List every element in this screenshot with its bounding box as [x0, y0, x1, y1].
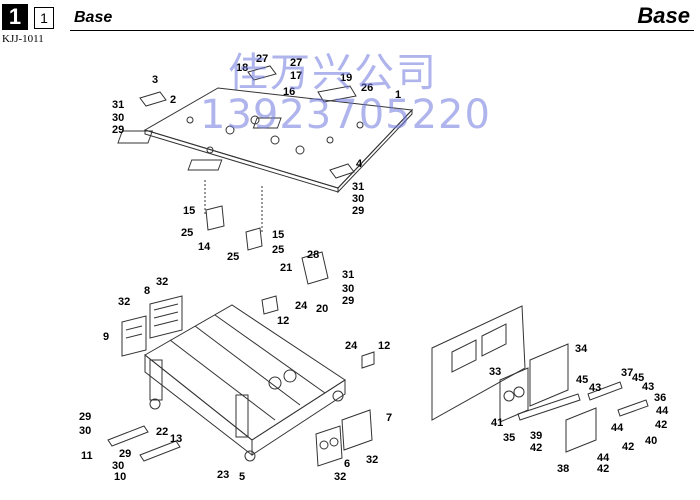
callout-25c: 25 — [272, 244, 284, 256]
callout-21: 21 — [280, 262, 292, 274]
callout-30b: 30 — [352, 193, 364, 205]
callout-9: 9 — [103, 331, 109, 343]
side-panels — [261, 295, 375, 467]
base-frame — [144, 304, 346, 462]
callout-30d: 30 — [79, 425, 91, 437]
callout-40: 40 — [645, 435, 657, 447]
page-number-badge: 1 — [2, 4, 28, 30]
callout-29a: 29 — [112, 124, 124, 136]
callout-24a: 24 — [295, 300, 308, 312]
callout-37: 37 — [621, 367, 633, 379]
callout-42c: 42 — [655, 419, 667, 431]
callout-4: 4 — [356, 158, 363, 170]
callout-27a: 27 — [256, 53, 268, 65]
bracket-2 — [139, 91, 167, 107]
callout-39: 39 — [530, 430, 542, 442]
callout-23: 23 — [217, 469, 229, 481]
callout-10: 10 — [114, 471, 126, 483]
callout-35: 35 — [503, 432, 515, 444]
callout-17: 17 — [290, 70, 302, 82]
callout-42b: 42 — [622, 441, 634, 453]
sub-number-box: 1 — [34, 7, 54, 29]
callout-28: 28 — [307, 249, 319, 261]
callout-42d: 42 — [597, 463, 609, 475]
callout-44c: 44 — [597, 452, 610, 464]
page-title: Base — [637, 3, 690, 28]
grill-panels — [121, 295, 183, 357]
rails — [107, 425, 181, 462]
callout-29b: 29 — [352, 205, 364, 217]
callout-26: 26 — [361, 82, 373, 94]
callout-44b: 44 — [656, 405, 669, 417]
callout-44a: 44 — [611, 422, 624, 434]
callout-32d: 32 — [334, 471, 346, 483]
callout-45a: 45 — [576, 374, 588, 386]
callout-27b: 27 — [290, 57, 302, 69]
callout-42a: 42 — [530, 442, 542, 454]
callout-5: 5 — [239, 471, 245, 483]
callout-43a: 43 — [589, 382, 601, 394]
callout-19: 19 — [340, 72, 352, 84]
callout-14: 14 — [198, 241, 211, 253]
callout-15a: 15 — [183, 205, 195, 217]
header-rule — [70, 30, 694, 31]
callout-32c: 32 — [366, 454, 378, 466]
callout-2: 2 — [170, 94, 176, 106]
callout-18: 18 — [236, 62, 248, 74]
callout-12b: 12 — [378, 340, 390, 352]
callout-41: 41 — [491, 417, 503, 429]
cover-plates — [247, 65, 357, 103]
bracket-4 — [329, 163, 355, 179]
callout-34: 34 — [575, 343, 588, 355]
callout-45b: 45 — [632, 372, 644, 384]
right-panel — [431, 305, 649, 453]
callout-29e: 29 — [119, 448, 131, 460]
callout-31b: 31 — [352, 181, 364, 193]
callout-25a: 25 — [181, 227, 193, 239]
callout-11: 11 — [81, 450, 93, 462]
callout-29c: 29 — [342, 295, 354, 307]
callout-7: 7 — [386, 412, 392, 424]
callout-33: 33 — [489, 366, 501, 378]
callout-22: 22 — [156, 426, 168, 438]
callout-36: 36 — [654, 392, 666, 404]
callout-32b: 32 — [156, 276, 168, 288]
callout-31a: 31 — [112, 99, 124, 111]
callout-13: 13 — [170, 433, 182, 445]
callout-16: 16 — [283, 86, 295, 98]
callout-20: 20 — [316, 303, 328, 315]
callout-1: 1 — [395, 89, 401, 101]
callout-24b: 24 — [345, 340, 358, 352]
callout-30e: 30 — [112, 460, 124, 472]
callout-32a: 32 — [118, 296, 130, 308]
callout-3: 3 — [152, 74, 158, 86]
callout-labels: 1 2 3 4 5 6 7 8 9 10 11 12 12 13 14 15 1… — [79, 53, 669, 483]
callout-8: 8 — [144, 285, 150, 297]
callout-25b: 25 — [227, 251, 239, 263]
callout-31c: 31 — [342, 269, 354, 281]
section-title: Base — [74, 9, 113, 26]
callout-6: 6 — [344, 458, 350, 470]
middle-brackets — [204, 180, 329, 285]
callout-30c: 30 — [342, 283, 354, 295]
callout-12a: 12 — [277, 315, 289, 327]
top-plate — [117, 87, 414, 194]
callout-38: 38 — [557, 463, 569, 475]
part-code: KJJ-1011 — [2, 33, 44, 45]
callout-43b: 43 — [642, 381, 654, 393]
callout-29d: 29 — [79, 411, 91, 423]
callout-15b: 15 — [272, 229, 284, 241]
callout-30a: 30 — [112, 112, 124, 124]
